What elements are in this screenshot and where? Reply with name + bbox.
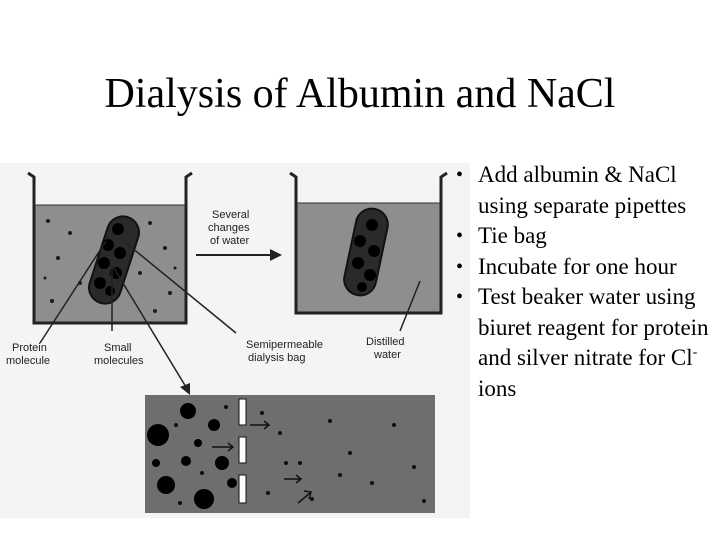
bullet-item: Incubate for one hour [448, 252, 718, 283]
label-several-changes: Several changes of water [208, 209, 253, 247]
bullet-item: Tie bag [448, 221, 718, 252]
beaker-right [289, 171, 448, 315]
label-small-molecules: Small molecules [94, 342, 144, 367]
transfer-arrowhead [270, 249, 282, 261]
leader-lines [39, 240, 421, 344]
bullet-list: Add albumin & NaCl using separate pipett… [448, 160, 718, 404]
bullet-item: Add albumin & NaCl using separate pipett… [448, 160, 718, 221]
beaker-left [27, 171, 193, 325]
protein-molecules-right [352, 219, 380, 292]
zoom-arrows [111, 264, 190, 395]
label-distilled-water: Distilled water [366, 336, 408, 361]
magnified-small-molecules [174, 405, 426, 505]
label-protein-molecule: Protein molecule [6, 342, 50, 367]
bullet-item: Test beaker water using biuret reagent f… [448, 282, 718, 404]
diffusion-arrows [212, 420, 312, 504]
membrane-segment [238, 474, 247, 504]
membrane-segment [238, 436, 247, 464]
dialysis-bag-right [343, 207, 389, 297]
membrane-segment [238, 398, 247, 426]
magnified-protein-molecules [147, 403, 237, 509]
dialysis-diagram: Several changes of water Protein molecul… [0, 163, 470, 518]
slide-title: Dialysis of Albumin and NaCl [104, 71, 616, 117]
label-semipermeable-bag: Semipermeable dialysis bag [246, 339, 326, 364]
